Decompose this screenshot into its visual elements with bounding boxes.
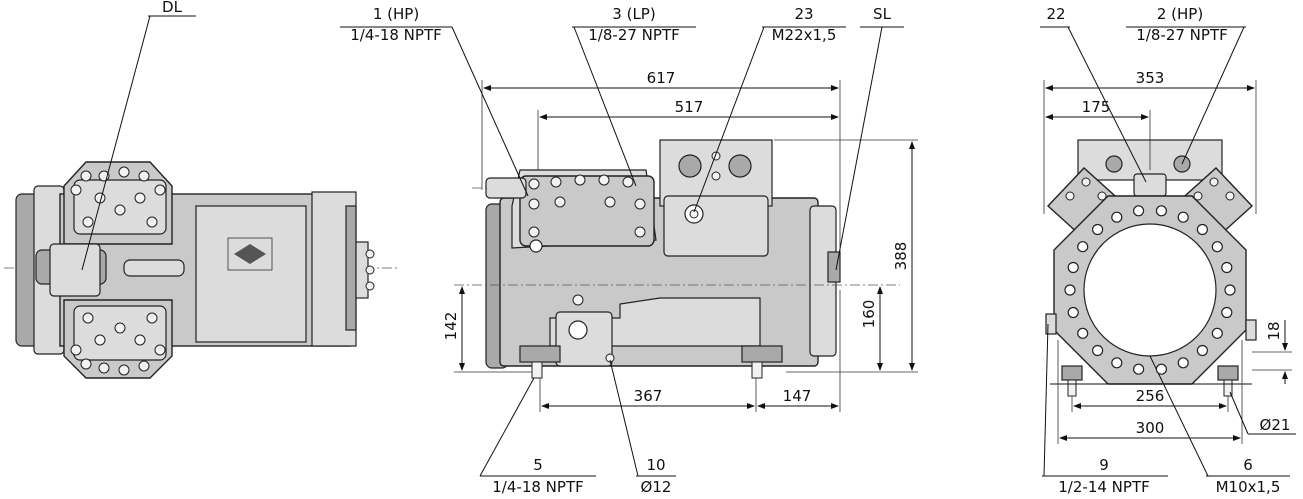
label-10: 10 (646, 456, 665, 474)
label-2-hp-thread: 1/8-27 NPTF (1136, 26, 1227, 44)
label-2-hp: 2 (HP) (1157, 5, 1203, 23)
flange-bolt-hole (1091, 344, 1104, 357)
top-view: DL (4, 0, 400, 379)
label-23: 23 (794, 5, 813, 23)
label-sl: SL (873, 5, 892, 23)
label-dia-21: Ø21 (1260, 416, 1291, 434)
flange-bolt-hole (1132, 205, 1145, 217)
dim-617: 617 (647, 69, 676, 87)
label-22: 22 (1046, 5, 1065, 23)
flange-bolt-hole (1211, 241, 1223, 253)
flange-bolt-hole (1196, 223, 1209, 236)
flange-bolt-hole (1177, 211, 1189, 223)
flange-bolt-hole (1091, 223, 1104, 236)
flange-bolt-hole (1155, 205, 1168, 217)
dim-160: 160 (860, 300, 878, 329)
label-9-thread: 1/2-14 NPTF (1058, 478, 1149, 496)
dim-256: 256 (1136, 387, 1165, 405)
flange-bolt-hole (1196, 344, 1209, 357)
flange-bolt-hole (1064, 284, 1076, 296)
flange-bolt-hole (1132, 363, 1145, 375)
dim-142: 142 (442, 312, 460, 341)
dim-367: 367 (634, 387, 663, 405)
flange-bolt-hole (1077, 327, 1089, 339)
label-1-hp-thread: 1/4-18 NPTF (350, 26, 441, 44)
flange-bolt-hole (1224, 284, 1236, 296)
dim-353: 353 (1136, 69, 1165, 87)
label-6-thread: M10x1,5 (1216, 478, 1281, 496)
dim-517: 517 (675, 98, 704, 116)
flange-bolt-hole (1067, 306, 1079, 319)
label-5: 5 (533, 456, 543, 474)
side-view: 617 517 388 160 142 367 147 1 (HP) 1/4-1… (340, 5, 918, 496)
dim-300: 300 (1136, 419, 1165, 437)
flange-bolt-hole (1211, 327, 1223, 339)
label-6: 6 (1243, 456, 1253, 474)
flange-bolt-hole (1111, 211, 1123, 223)
label-9: 9 (1099, 456, 1109, 474)
label-1-hp: 1 (HP) (373, 5, 419, 23)
flange-bolt-hole (1077, 241, 1089, 253)
flange-bolt-hole (1221, 306, 1233, 319)
flange-bolt-hole (1221, 261, 1233, 274)
label-23-thread: M22x1,5 (772, 26, 837, 44)
flange-bolt-hole (1177, 357, 1189, 369)
flange-bolt-hole (1067, 261, 1079, 274)
label-10-dia: Ø12 (641, 478, 672, 496)
label-3-lp-thread: 1/8-27 NPTF (588, 26, 679, 44)
label-3-lp: 3 (LP) (612, 5, 655, 23)
dim-147: 147 (783, 387, 812, 405)
dim-388: 388 (892, 242, 910, 271)
label-dl: DL (162, 0, 183, 16)
flange-bolt-hole (1155, 363, 1168, 375)
flange-bolt-hole (1111, 357, 1123, 369)
end-view: 353 175 256 300 18 Ø21 22 2 (HP) 1/8-27 … (1040, 5, 1296, 496)
dim-175: 175 (1082, 98, 1111, 116)
label-5-thread: 1/4-18 NPTF (492, 478, 583, 496)
dim-18: 18 (1265, 321, 1283, 340)
